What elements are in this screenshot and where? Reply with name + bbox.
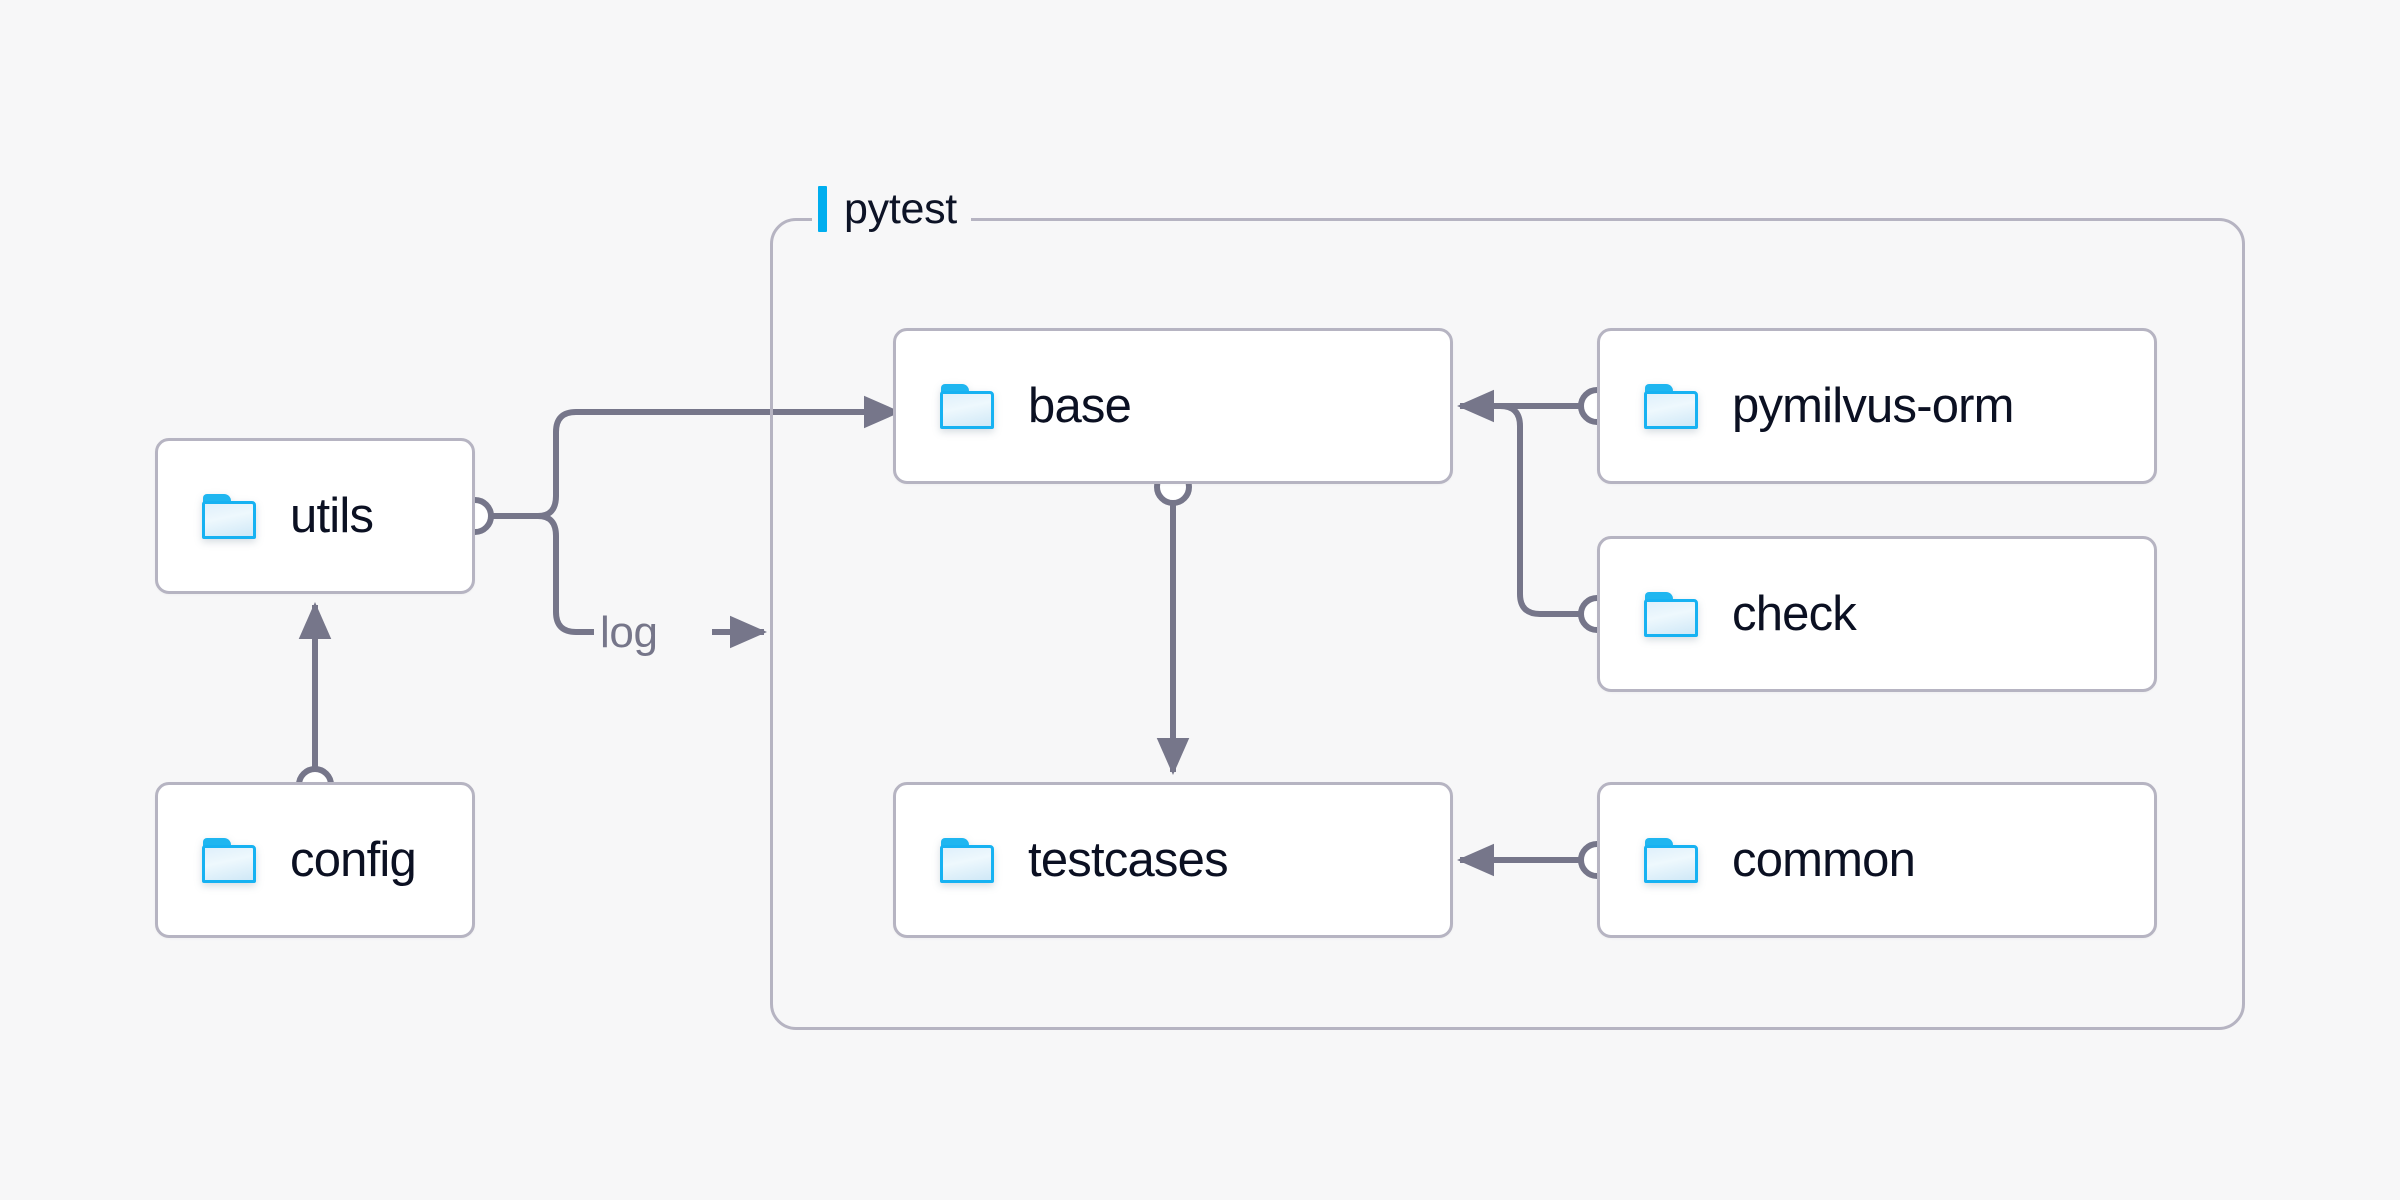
node-check[interactable]: check xyxy=(1597,536,2157,692)
group-label-text: pytest xyxy=(844,184,957,233)
folder-icon xyxy=(1644,591,1698,637)
node-label-testcases: testcases xyxy=(1028,832,1229,887)
edge-utils-to-log xyxy=(537,513,594,635)
node-label-check: check xyxy=(1732,586,1857,641)
node-pymilvus-orm[interactable]: pymilvus-orm xyxy=(1597,328,2157,484)
node-testcases[interactable]: testcases xyxy=(893,782,1453,938)
group-container-pytest xyxy=(770,218,2245,1030)
node-label-pymilvus-orm: pymilvus-orm xyxy=(1732,378,2015,433)
node-label-config: config xyxy=(290,832,417,887)
folder-icon xyxy=(202,837,256,883)
folder-icon xyxy=(1644,837,1698,883)
node-label-utils: utils xyxy=(290,488,374,543)
group-label-pytest: pytest xyxy=(812,182,971,236)
node-label-common: common xyxy=(1732,832,1916,887)
node-utils[interactable]: utils xyxy=(155,438,475,594)
folder-icon xyxy=(940,383,994,429)
group-accent-bar xyxy=(818,186,827,232)
folder-icon xyxy=(1644,383,1698,429)
edge-label-log: log xyxy=(600,608,658,657)
node-label-base: base xyxy=(1028,378,1132,433)
folder-icon xyxy=(202,493,256,539)
node-base[interactable]: base xyxy=(893,328,1453,484)
node-common[interactable]: common xyxy=(1597,782,2157,938)
folder-icon xyxy=(940,837,994,883)
node-config[interactable]: config xyxy=(155,782,475,938)
